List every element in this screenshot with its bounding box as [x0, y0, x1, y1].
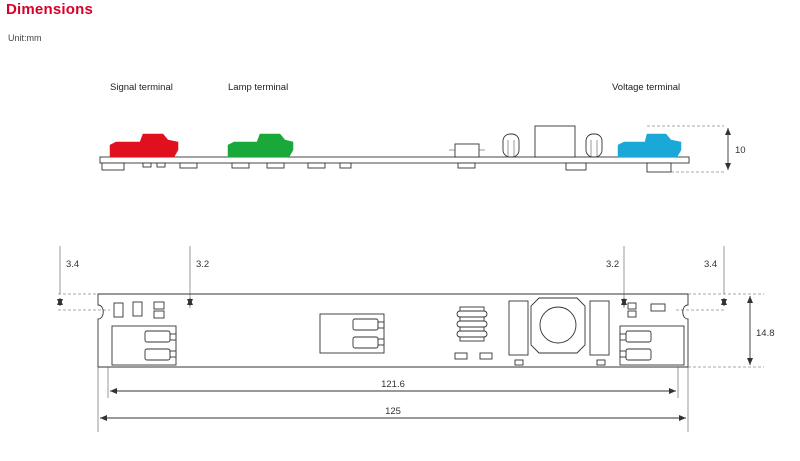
- top-view: 3.4 3.2 3.2 3.4 14.8 121.6 125: [57, 246, 775, 432]
- side-bottom-part: [646, 162, 672, 173]
- side-view: Signal terminal Lamp terminal Voltage te…: [99, 82, 746, 173]
- dim-width-label: 14.8: [756, 328, 775, 339]
- page-title: Dimensions: [6, 1, 94, 18]
- voltage-terminal-block: [617, 133, 682, 158]
- top-capacitor-2: [589, 300, 610, 356]
- dim-left-inner-label: 3.2: [196, 259, 209, 270]
- height-dimension-label: 10: [735, 145, 746, 156]
- lamp-terminal-block: [227, 133, 294, 158]
- side-bottom-part: [179, 162, 198, 169]
- top-capacitor-1: [508, 300, 529, 356]
- side-bottom-part: [339, 162, 352, 169]
- top-small-part: [514, 359, 524, 366]
- side-bottom-part: [457, 162, 476, 169]
- side-pcb-board: [99, 156, 690, 164]
- top-small-part: [627, 302, 637, 310]
- side-switch: [454, 143, 480, 158]
- top-small-part: [113, 302, 124, 318]
- unit-label: Unit:mm: [8, 33, 42, 43]
- dim-inner-length-label: 121.6: [381, 379, 405, 390]
- top-small-part: [596, 359, 606, 366]
- top-switch: [456, 306, 488, 342]
- top-voltage-terminal: [619, 325, 685, 366]
- side-bottom-part: [565, 162, 587, 171]
- side-bottom-part: [156, 162, 166, 168]
- top-small-part: [479, 352, 493, 360]
- dim-total-length-label: 125: [385, 406, 401, 417]
- top-small-part: [153, 310, 165, 319]
- side-bottom-part: [231, 162, 250, 169]
- side-bottom-part: [307, 162, 326, 169]
- top-signal-terminal: [111, 325, 177, 366]
- top-small-part: [153, 301, 165, 310]
- side-bottom-part: [142, 162, 152, 168]
- top-small-part: [627, 310, 637, 318]
- side-bottom-part: [266, 162, 285, 169]
- top-small-part: [650, 303, 666, 312]
- top-small-part: [132, 301, 143, 317]
- top-small-part: [454, 352, 468, 360]
- signal-terminal-label: Signal terminal: [110, 82, 173, 93]
- side-capacitor-2: [585, 133, 603, 158]
- dim-right-outer-label: 3.4: [704, 259, 717, 270]
- side-bottom-part: [101, 162, 125, 171]
- dim-right-inner-label: 3.2: [606, 259, 619, 270]
- lamp-terminal-label: Lamp terminal: [228, 82, 288, 93]
- signal-terminal-block: [109, 133, 179, 158]
- side-capacitor-1: [502, 133, 520, 158]
- top-inductor: [530, 297, 586, 354]
- side-inductor: [534, 125, 576, 158]
- top-lamp-terminal: [319, 313, 385, 354]
- dim-left-outer-label: 3.4: [66, 259, 79, 270]
- voltage-terminal-label: Voltage terminal: [612, 82, 680, 93]
